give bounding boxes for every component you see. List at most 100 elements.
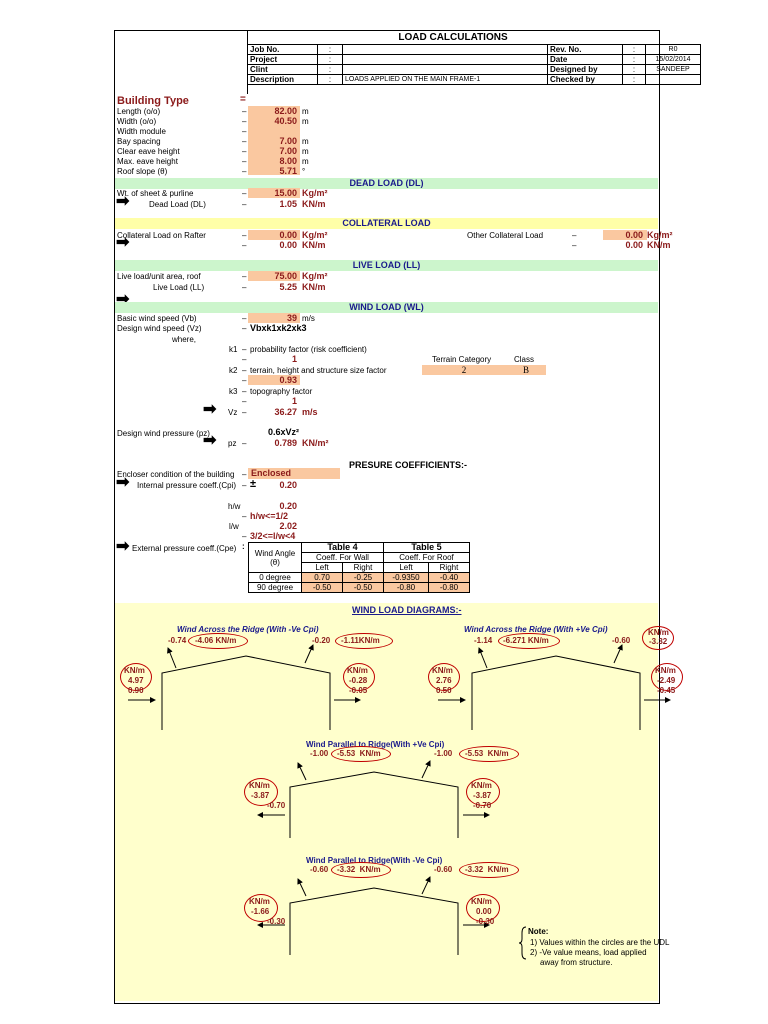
- cpi-label: Internal pressure coeff.(Cpi): [137, 481, 237, 490]
- max-eave-value[interactable]: 8.00: [279, 156, 297, 166]
- width-module-label: Width module: [117, 127, 166, 136]
- d2-roof-right-load: -3.32: [649, 637, 668, 646]
- diagram-panel: [115, 603, 658, 1001]
- d2-wall-left-ellipse: [428, 663, 460, 691]
- collateral-rafter-value[interactable]: 0.00: [279, 230, 297, 240]
- roof-slope-value[interactable]: 5.71: [279, 166, 297, 176]
- lw-condition: 3/2<=l/w<4: [250, 531, 296, 541]
- d1-wall-left-load: 4.97: [128, 676, 144, 685]
- lw-value: 2.02: [279, 521, 297, 531]
- dash: –: [242, 345, 247, 354]
- frame-1: [128, 644, 361, 730]
- other-collateral-kn-unit: KN/m: [647, 240, 671, 250]
- dead-load-unit: KN/m: [302, 199, 326, 209]
- note-line-1: 1) Values within the circles are the UDL: [530, 938, 670, 947]
- other-collateral-kn: 0.00: [625, 240, 643, 250]
- d3-wall-right-load: -3.87: [473, 791, 492, 800]
- sheet-purline-value[interactable]: 15.00: [274, 188, 297, 198]
- k3-value: 1: [291, 396, 297, 406]
- terrain-value[interactable]: 2: [461, 365, 467, 375]
- d1-roof-left-coef: -0.74: [168, 636, 187, 645]
- cpe-table: Wind Angle(θ) Table 4 Table 5 Coeff. For…: [248, 542, 470, 593]
- diagram1-title: Wind Across the Ridge (With -Ve Cpi): [177, 625, 319, 634]
- bay-spacing-value[interactable]: 7.00: [279, 136, 297, 146]
- dash: –: [572, 231, 577, 240]
- coef-cell[interactable]: -0.80: [428, 582, 470, 593]
- pz-label: Design wind pressure (pz): [117, 429, 210, 438]
- diagram3-title: Wind Parallel to Ridge(With +Ve Cpi): [306, 740, 445, 749]
- d2-wall-right-ellipse: [651, 663, 683, 691]
- dash: –: [242, 439, 247, 448]
- dash: –: [242, 532, 247, 541]
- live-load-label: Live Load (LL): [153, 283, 205, 292]
- k2-description: terrain, height and structure size facto…: [250, 366, 387, 375]
- pz-unit: KN/m²: [302, 438, 329, 448]
- checked-by-value[interactable]: [645, 74, 701, 85]
- hw-condition: h/w<=1/2: [250, 511, 289, 521]
- d1-roof-left-load-ellipse: [188, 633, 248, 649]
- d1-wall-left-coef: 0.90: [128, 686, 144, 695]
- length-label: Length (o/o): [117, 107, 161, 116]
- d4-roof-left-coef: -0.60: [310, 865, 329, 874]
- pz-symbol: pz: [228, 439, 237, 448]
- dash: –: [242, 470, 247, 479]
- dead-input-bg: [248, 188, 300, 198]
- k1-label: k1: [229, 345, 238, 354]
- bay-spacing-label: Bay spacing: [117, 137, 161, 146]
- d2-wall-right-load: -2.49: [657, 676, 676, 685]
- dash: –: [242, 355, 247, 364]
- class-label: Class: [514, 355, 535, 364]
- vb-value[interactable]: 39: [286, 313, 297, 323]
- width-value[interactable]: 40.50: [274, 116, 297, 126]
- dash: –: [242, 272, 247, 281]
- d3-wall-left-ellipse: [244, 778, 278, 806]
- vb-input-bg: [248, 313, 300, 323]
- d4-wall-left-load: -1.66: [251, 907, 270, 916]
- arrow-right-icon: ➡: [116, 538, 130, 555]
- d2-roof-right-ellipse: [642, 626, 674, 650]
- other-collateral-value[interactable]: 0.00: [625, 230, 643, 240]
- d3-roof-right-load: -5.53 KN/m: [465, 749, 509, 758]
- max-eave-label: Max. eave height: [117, 157, 178, 166]
- d3-wall-right-coef: -0.70: [473, 801, 492, 810]
- wind-angle-text: Wind Angle: [254, 548, 296, 558]
- plus-minus: ±: [250, 478, 257, 490]
- vz-value: 36.27: [274, 407, 297, 417]
- dash: –: [242, 397, 247, 406]
- other-collateral-label: Other Collateral Load: [467, 231, 544, 240]
- roof-slope-label: Roof slope (θ): [117, 167, 168, 176]
- d2-wall-right-coef: -0.45: [657, 686, 676, 695]
- encloser-bg: [248, 468, 340, 479]
- d4-wall-right-ellipse: [466, 894, 500, 922]
- live-unit-value[interactable]: 75.00: [274, 271, 297, 281]
- collateral-rafter-unit: Kg/m²: [302, 230, 328, 240]
- d2-wall-left-load: 2.76: [436, 676, 452, 685]
- clear-eave-value[interactable]: 7.00: [279, 146, 297, 156]
- dead-load-value: 1.05: [279, 199, 297, 209]
- live-unit-unit: Kg/m²: [302, 271, 328, 281]
- encloser-value[interactable]: Enclosed: [251, 468, 292, 478]
- note-title: Note:: [528, 927, 549, 936]
- sheet-purline-label: Wt. of sheet & purline: [117, 189, 194, 198]
- d4-roof-left-load-ellipse: [331, 862, 391, 878]
- d2-roof-left-coef: -1.14: [474, 636, 493, 645]
- k3-description: topography factor: [250, 387, 313, 396]
- d4-roof-right-load: -3.32 KN/m: [465, 865, 509, 874]
- dash: –: [242, 408, 247, 417]
- d2-roof-left-load: -6.271 KN/m: [503, 636, 549, 645]
- class-value[interactable]: B: [522, 365, 529, 375]
- vb-unit: m/s: [302, 314, 315, 323]
- hw-label: h/w: [228, 502, 241, 511]
- k2-value[interactable]: 0.93: [279, 375, 297, 385]
- d4-wall-right-unit: KN/m: [471, 897, 492, 906]
- collateral-rafter-kn-unit: KN/m: [302, 240, 326, 250]
- d3-roof-left-load-ellipse: [331, 746, 391, 762]
- length-value[interactable]: 82.00: [274, 106, 297, 116]
- vz-unit: m/s: [302, 407, 318, 417]
- live-input-bg: [248, 271, 300, 281]
- page-frame: [114, 30, 660, 1004]
- d3-wall-right-ellipse: [466, 778, 500, 806]
- wind-load-band: WIND LOAD (WL): [115, 302, 658, 313]
- theta-text: (θ): [270, 557, 280, 567]
